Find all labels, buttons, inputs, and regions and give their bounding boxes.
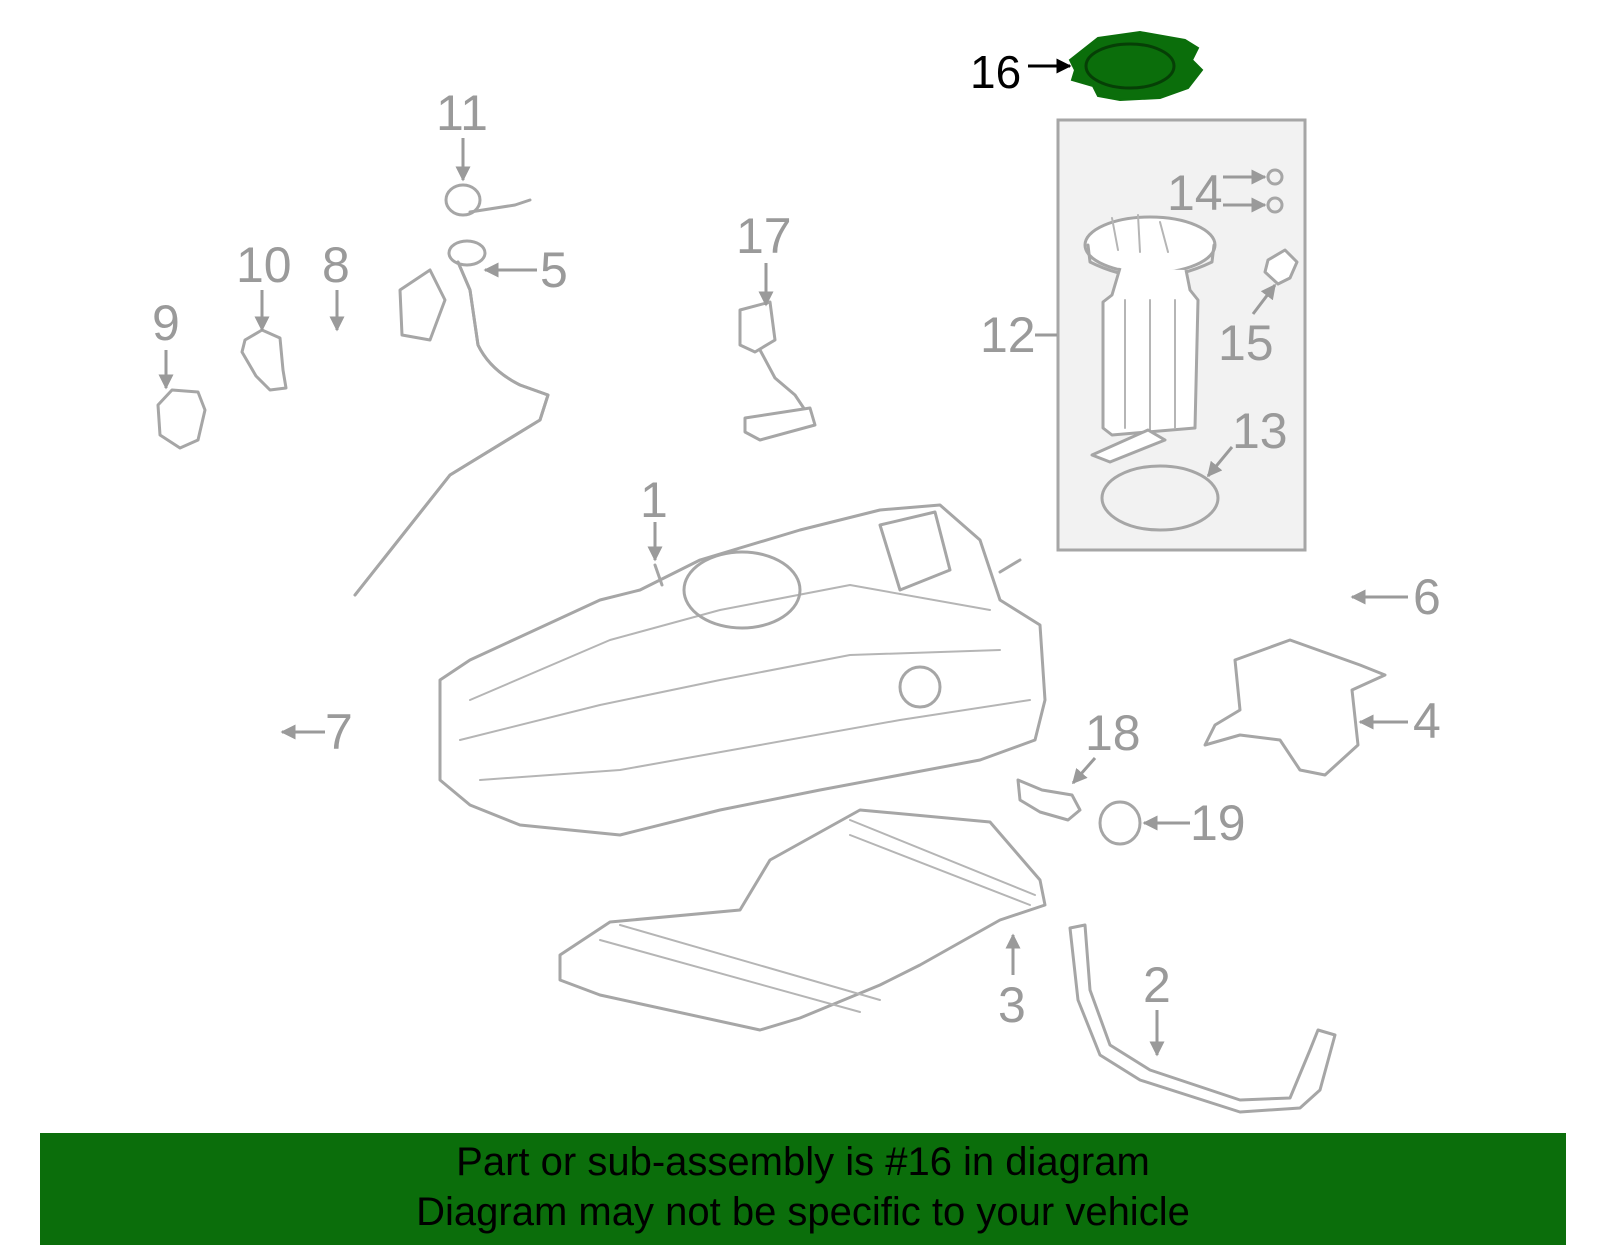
banner-line-part: Part or sub-assembly is #16 in diagram xyxy=(456,1140,1150,1184)
part-1-fuel-tank[interactable] xyxy=(438,503,1047,837)
callout-3: 3 xyxy=(998,977,1026,1033)
part-2-strap[interactable] xyxy=(1068,923,1337,1114)
callout-18: 18 xyxy=(1085,705,1141,761)
part-11-cap[interactable] xyxy=(444,183,532,217)
callout-16: 16 xyxy=(970,46,1021,98)
part-9-valve[interactable] xyxy=(156,388,207,450)
callout-7: 7 xyxy=(325,704,353,760)
part-3-tank-shield[interactable] xyxy=(558,808,1047,1032)
part-17-fuel-level-sender[interactable] xyxy=(738,300,817,442)
part-12-fuel-pump-module[interactable] xyxy=(1083,214,1217,464)
callout-1: 1 xyxy=(640,472,668,528)
callout-14: 14 xyxy=(1167,165,1223,221)
part-15-connector[interactable] xyxy=(1263,248,1299,286)
callout-15: 15 xyxy=(1218,315,1274,371)
part-14-clips[interactable] xyxy=(1266,168,1284,214)
info-banner: Part or sub-assembly is #16 in diagram D… xyxy=(40,1133,1566,1245)
part-10-bracket[interactable] xyxy=(240,328,288,392)
part-18-filter[interactable] xyxy=(1016,778,1082,822)
part-19-o-ring[interactable] xyxy=(1098,800,1142,846)
callout-2: 2 xyxy=(1143,957,1171,1013)
part-13-seal[interactable] xyxy=(1100,464,1220,532)
callout-11: 11 xyxy=(436,85,488,141)
callout-19: 19 xyxy=(1190,795,1246,851)
callout-9: 9 xyxy=(152,295,180,351)
part-4-heat-shield[interactable] xyxy=(1203,638,1387,777)
callout-6: 6 xyxy=(1413,569,1441,625)
callout-12: 12 xyxy=(980,307,1036,363)
callout-8: 8 xyxy=(322,237,350,293)
banner-line-disclaimer: Diagram may not be specific to your vehi… xyxy=(416,1190,1190,1234)
callout-5: 5 xyxy=(540,242,568,298)
callout-13: 13 xyxy=(1232,403,1288,459)
part-8-vent-tube[interactable] xyxy=(166,334,410,707)
callout-4: 4 xyxy=(1413,693,1441,749)
callout-17: 17 xyxy=(736,208,792,264)
part-5-filler-pipe[interactable] xyxy=(353,239,550,597)
leader-lines xyxy=(158,58,1408,1057)
callout-10: 10 xyxy=(236,237,292,293)
part-16-lock-ring[interactable] xyxy=(1068,30,1204,102)
